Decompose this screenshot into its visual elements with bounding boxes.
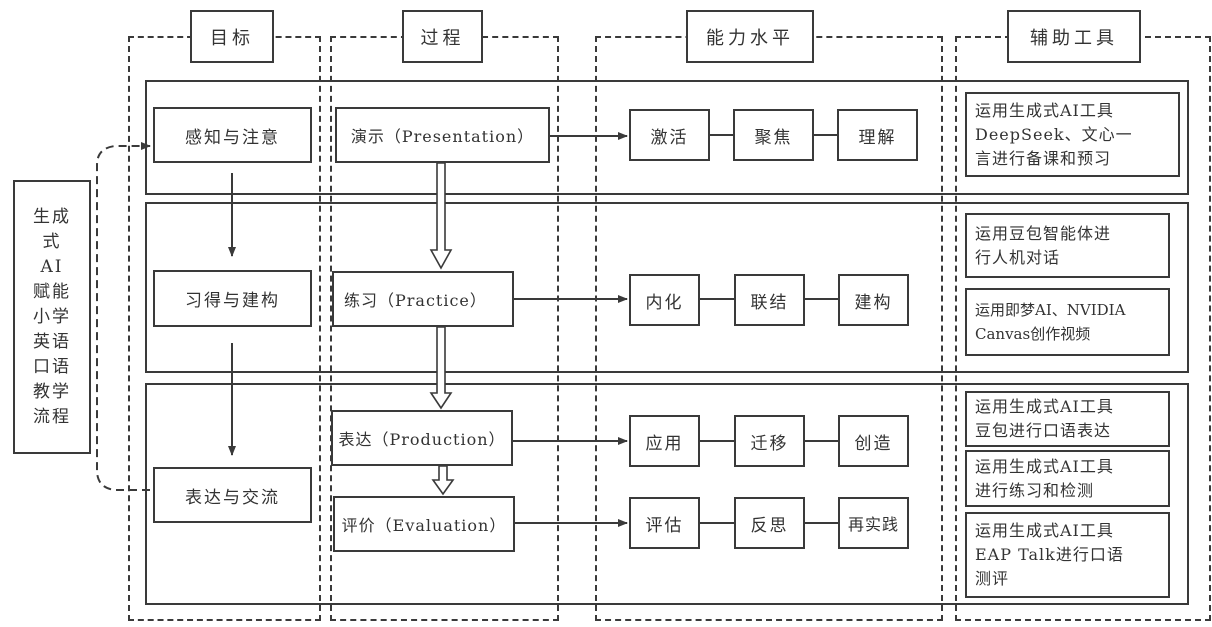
flow-title-box: 生成 式AI 赋能 小学 英语 口语 教学 流程 — [13, 180, 91, 454]
flow-title-line: 小学 — [33, 306, 71, 327]
tool-line: 运用生成式AI工具 — [975, 397, 1114, 416]
tool-line: 行人机对话 — [975, 247, 1061, 267]
ability-box: 建构 — [838, 274, 909, 326]
header-tools: 辅助工具 — [1007, 10, 1141, 63]
tool-box-jimeng-nvidia: 运用即梦AI、NVIDIA Canvas创作视频 — [965, 288, 1170, 356]
header-process: 过程 — [402, 10, 483, 63]
tool-line: 运用生成式AI工具 — [975, 521, 1114, 540]
ability-box: 反思 — [734, 497, 805, 549]
tool-line: 运用生成式AI工具 — [975, 456, 1114, 476]
process-box-production: 表达（Production） — [331, 410, 513, 466]
ability-box: 内化 — [629, 274, 700, 326]
ability-box: 激活 — [629, 109, 710, 161]
process-box-practice: 练习（Practice） — [332, 271, 514, 327]
ability-box: 创造 — [838, 415, 909, 467]
flow-title-line: 赋能 — [33, 281, 71, 302]
tool-box-doubao-agent: 运用豆包智能体进行人机对话 — [965, 213, 1170, 278]
goal-box-acquisition: 习得与建构 — [153, 270, 312, 327]
tool-line: 运用即梦AI、NVIDIA — [975, 301, 1126, 319]
goal-box-perception: 感知与注意 — [153, 107, 312, 163]
flow-title-line: 教学 — [33, 381, 71, 402]
tool-box-doubao-speaking: 运用生成式AI工具豆包进行口语表达 — [965, 391, 1170, 447]
tool-box-practice-test: 运用生成式AI工具进行练习和检测 — [965, 450, 1170, 507]
ability-box: 迁移 — [734, 415, 805, 467]
flow-title-line: 式AI — [40, 231, 64, 277]
tool-line: 进行练习和检测 — [975, 480, 1095, 500]
flow-title-line: 英语 — [33, 331, 71, 352]
row-band-3 — [145, 383, 1189, 605]
header-ability: 能力水平 — [686, 10, 814, 63]
ability-box: 聚焦 — [733, 109, 814, 161]
row-band-1 — [145, 80, 1189, 195]
tool-line: 测评 — [975, 569, 1010, 588]
tool-line: 运用豆包智能体进 — [975, 223, 1112, 243]
tool-line: 运用生成式AI工具 — [975, 100, 1114, 120]
header-goal: 目标 — [190, 10, 274, 63]
tool-line: EAP Talk进行口语 — [975, 545, 1124, 564]
process-box-presentation: 演示（Presentation） — [335, 107, 550, 163]
tool-line: 豆包进行口语表达 — [975, 421, 1112, 440]
tool-line: Canvas创作视频 — [975, 325, 1091, 343]
flow-title-line: 流程 — [33, 406, 71, 427]
flow-title-line: 生成 — [33, 206, 71, 227]
tool-line: DeepSeek、文心一 — [975, 124, 1133, 144]
ability-box: 应用 — [629, 415, 700, 467]
tool-line: 言进行备课和预习 — [975, 148, 1112, 168]
ability-box: 评估 — [629, 497, 700, 549]
tool-box-eap-talk: 运用生成式AI工具 EAP Talk进行口语测评 — [965, 512, 1170, 598]
flow-title-line: 口语 — [33, 356, 71, 377]
ability-box: 理解 — [837, 109, 918, 161]
ability-box: 联结 — [734, 274, 805, 326]
tool-box-deepseek: 运用生成式AI工具 DeepSeek、文心一言进行备课和预习 — [965, 92, 1180, 177]
ability-box: 再实践 — [838, 497, 909, 549]
process-box-evaluation: 评价（Evaluation） — [333, 496, 515, 552]
goal-box-expression: 表达与交流 — [153, 467, 312, 523]
